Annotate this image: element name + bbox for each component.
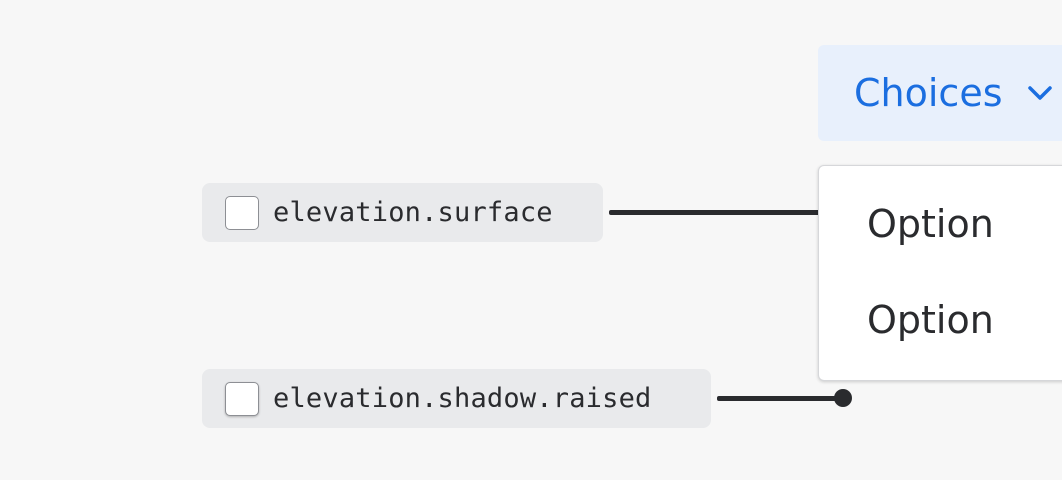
connector-line xyxy=(609,210,839,215)
menu-item-option[interactable]: Option xyxy=(867,202,994,246)
menu-item-option[interactable]: Option xyxy=(867,298,994,342)
chevron-down-icon xyxy=(1025,78,1055,108)
token-elevation-surface: elevation.surface xyxy=(202,183,603,242)
token-elevation-shadow-raised: elevation.shadow.raised xyxy=(202,369,711,428)
connector-dot xyxy=(834,389,852,407)
token-label: elevation.shadow.raised xyxy=(273,383,652,414)
token-label: elevation.surface xyxy=(273,197,553,228)
dropdown-menu: Option Option xyxy=(818,165,1062,381)
token-checkbox[interactable] xyxy=(225,381,259,416)
connector-line xyxy=(717,396,839,401)
choices-label: Choices xyxy=(854,71,1003,115)
token-checkbox[interactable] xyxy=(225,195,259,230)
choices-dropdown-button[interactable]: Choices xyxy=(818,45,1062,141)
